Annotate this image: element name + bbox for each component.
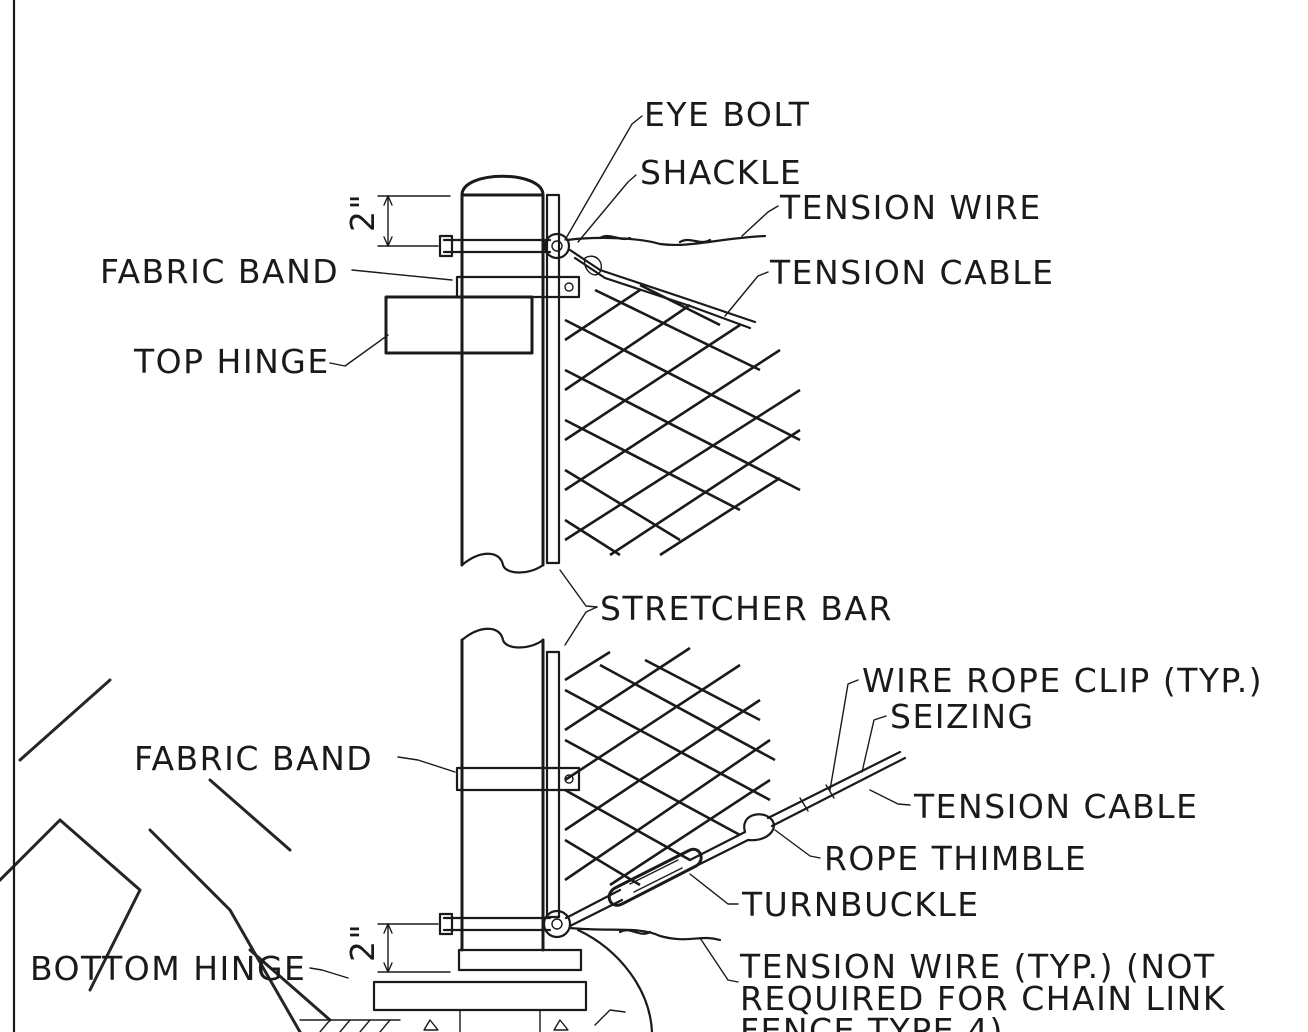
label-seizing: SEIZING xyxy=(890,697,1035,736)
label-fabric-band-bottom: FABRIC BAND xyxy=(134,739,373,778)
top-chain-link-fabric xyxy=(564,283,801,557)
bottom-eye-bolt xyxy=(438,909,572,939)
label-shackle: SHACKLE xyxy=(640,153,802,192)
label-tension-cable-bottom: TENSION CABLE xyxy=(913,787,1199,826)
top-tension-wire xyxy=(565,234,767,247)
label-tension-cable-top: TENSION CABLE xyxy=(769,253,1055,292)
top-stretcher-bar xyxy=(545,193,561,565)
top-eye-bolt xyxy=(438,232,571,260)
top-gate-post xyxy=(460,174,545,574)
ground-hatch xyxy=(299,1009,626,1032)
bottom-dimension-text: 2" xyxy=(343,923,382,962)
label-top-hinge: TOP HINGE xyxy=(133,342,330,381)
gate-swing-arc xyxy=(576,928,654,1032)
base-footing xyxy=(372,980,588,1012)
label-fabric-band-top: FABRIC BAND xyxy=(100,252,339,291)
bottom-chain-link-fabric xyxy=(564,646,776,887)
bottom-stretcher-bar xyxy=(545,650,561,919)
top-tension-cable xyxy=(568,248,757,330)
top-fabric-band xyxy=(455,275,581,299)
label-stretcher-bar: STRETCHER BAR xyxy=(600,589,893,628)
top-dimension xyxy=(377,195,451,247)
rope-thimble xyxy=(743,813,775,842)
leader-lines xyxy=(309,115,911,983)
label-tension-wire-top: TENSION WIRE xyxy=(779,188,1042,227)
label-bottom-hinge: BOTTOM HINGE xyxy=(30,949,306,988)
bottom-fabric-band xyxy=(455,766,581,792)
bottom-gate-post xyxy=(460,627,545,952)
label-rope-thimble: ROPE THIMBLE xyxy=(824,839,1087,878)
bottom-tension-wire xyxy=(568,926,722,942)
top-hinge-block xyxy=(384,295,534,355)
bottom-hinge-plate xyxy=(457,948,583,972)
turnbuckle-body xyxy=(607,847,703,907)
label-wire-rope-clip: WIRE ROPE CLIP (TYP.) xyxy=(862,661,1263,700)
label-tension-wire-note-1: TENSION WIRE (TYP.) (NOT xyxy=(739,947,1216,986)
top-dimension-text: 2" xyxy=(343,193,382,232)
label-turnbuckle: TURNBUCKLE xyxy=(741,885,980,924)
bottom-dimension xyxy=(377,923,451,973)
label-eye-bolt: EYE BOLT xyxy=(644,95,810,134)
label-tension-wire-note-3: FENCE TYPE 4) xyxy=(740,1011,1004,1032)
label-tension-wire-note-2: REQUIRED FOR CHAIN LINK xyxy=(740,979,1226,1018)
watermark-stamp xyxy=(0,678,332,1032)
